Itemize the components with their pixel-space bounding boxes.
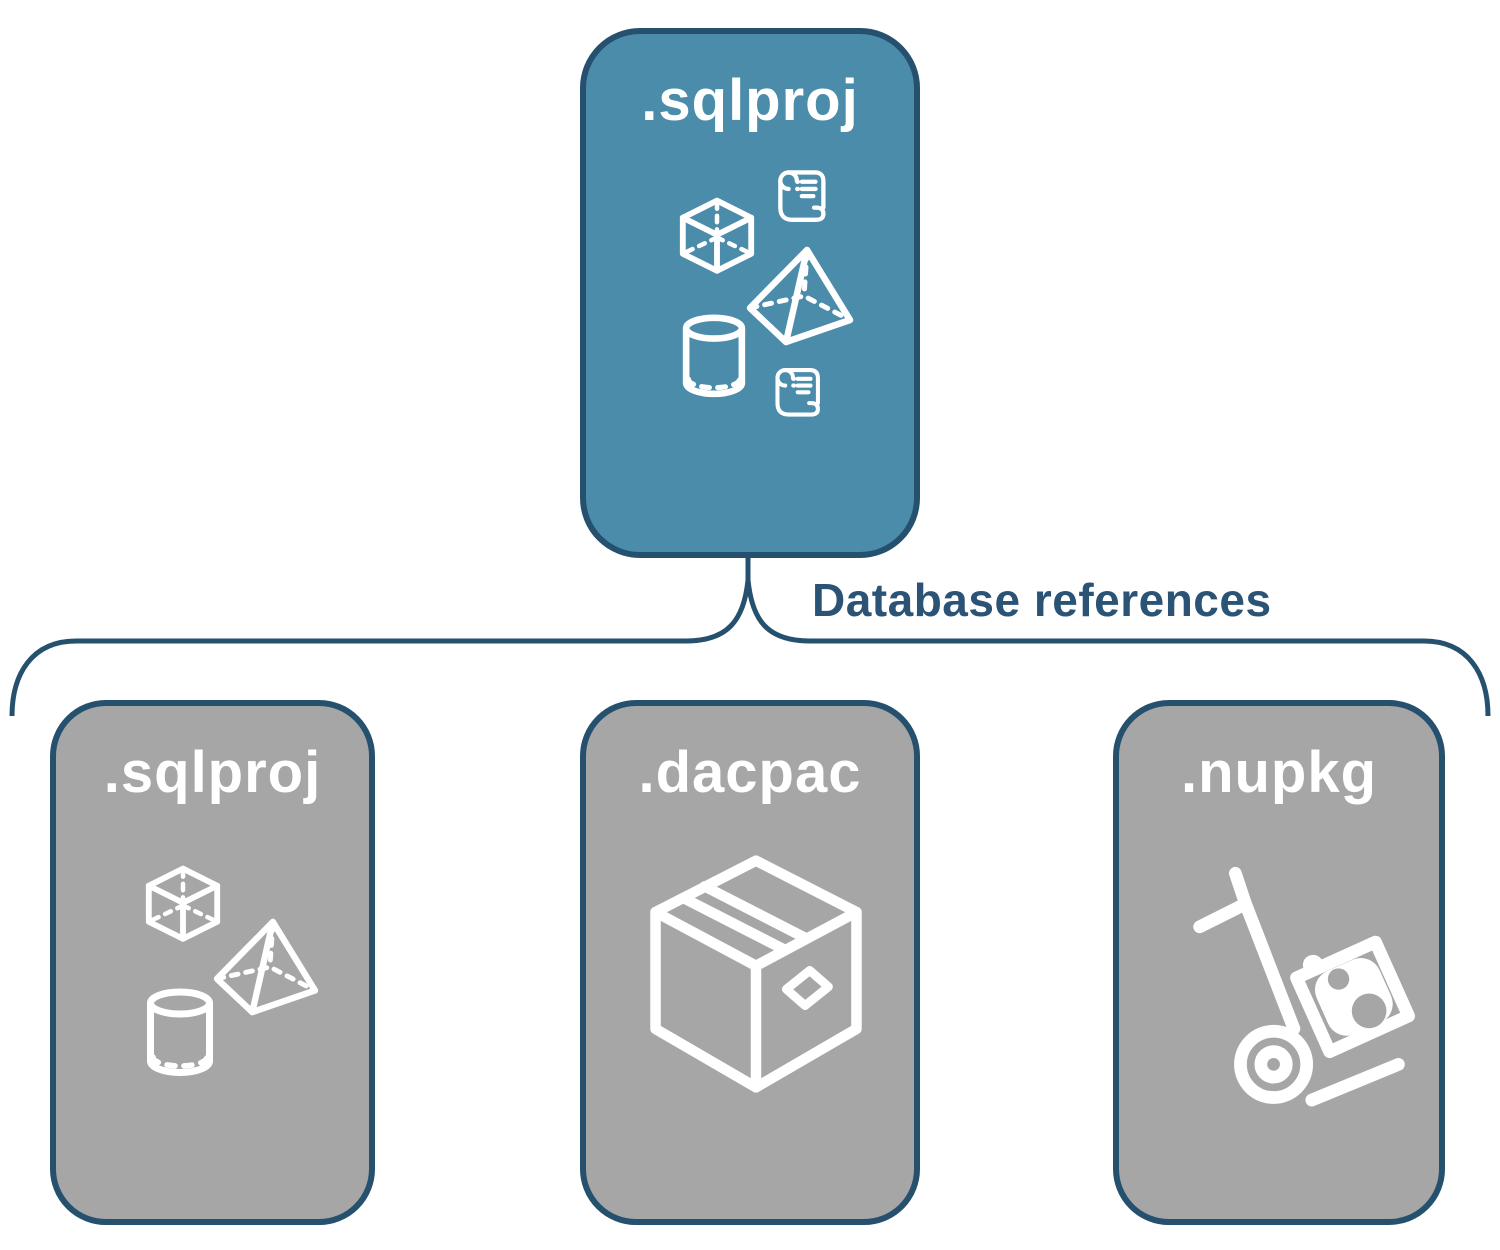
root-card-label: .sqlproj xyxy=(641,68,859,133)
child-card-sqlproj: .sqlproj xyxy=(50,700,375,1225)
scroll-icon xyxy=(775,368,820,417)
cylinder-icon xyxy=(682,314,746,398)
pyramid-icon xyxy=(213,918,319,1016)
child-card-dacpac: .dacpac xyxy=(580,700,920,1225)
cube-icon xyxy=(679,197,755,274)
child-card-sqlproj-label: .sqlproj xyxy=(103,740,322,805)
child-card-nupkg-label: .nupkg xyxy=(1180,740,1378,805)
child-card-dacpac-label: .dacpac xyxy=(638,740,862,805)
scroll-icon xyxy=(778,170,826,222)
package-box-icon xyxy=(650,855,862,1093)
connector-label: Database references xyxy=(812,574,1272,626)
nuget-hand-truck-icon xyxy=(1193,866,1415,1107)
cylinder-icon xyxy=(147,988,213,1076)
pyramid-icon xyxy=(746,246,854,346)
root-card-sqlproj: .sqlproj xyxy=(580,28,920,558)
child-card-nupkg: .nupkg xyxy=(1113,700,1445,1225)
cube-icon xyxy=(145,865,221,942)
